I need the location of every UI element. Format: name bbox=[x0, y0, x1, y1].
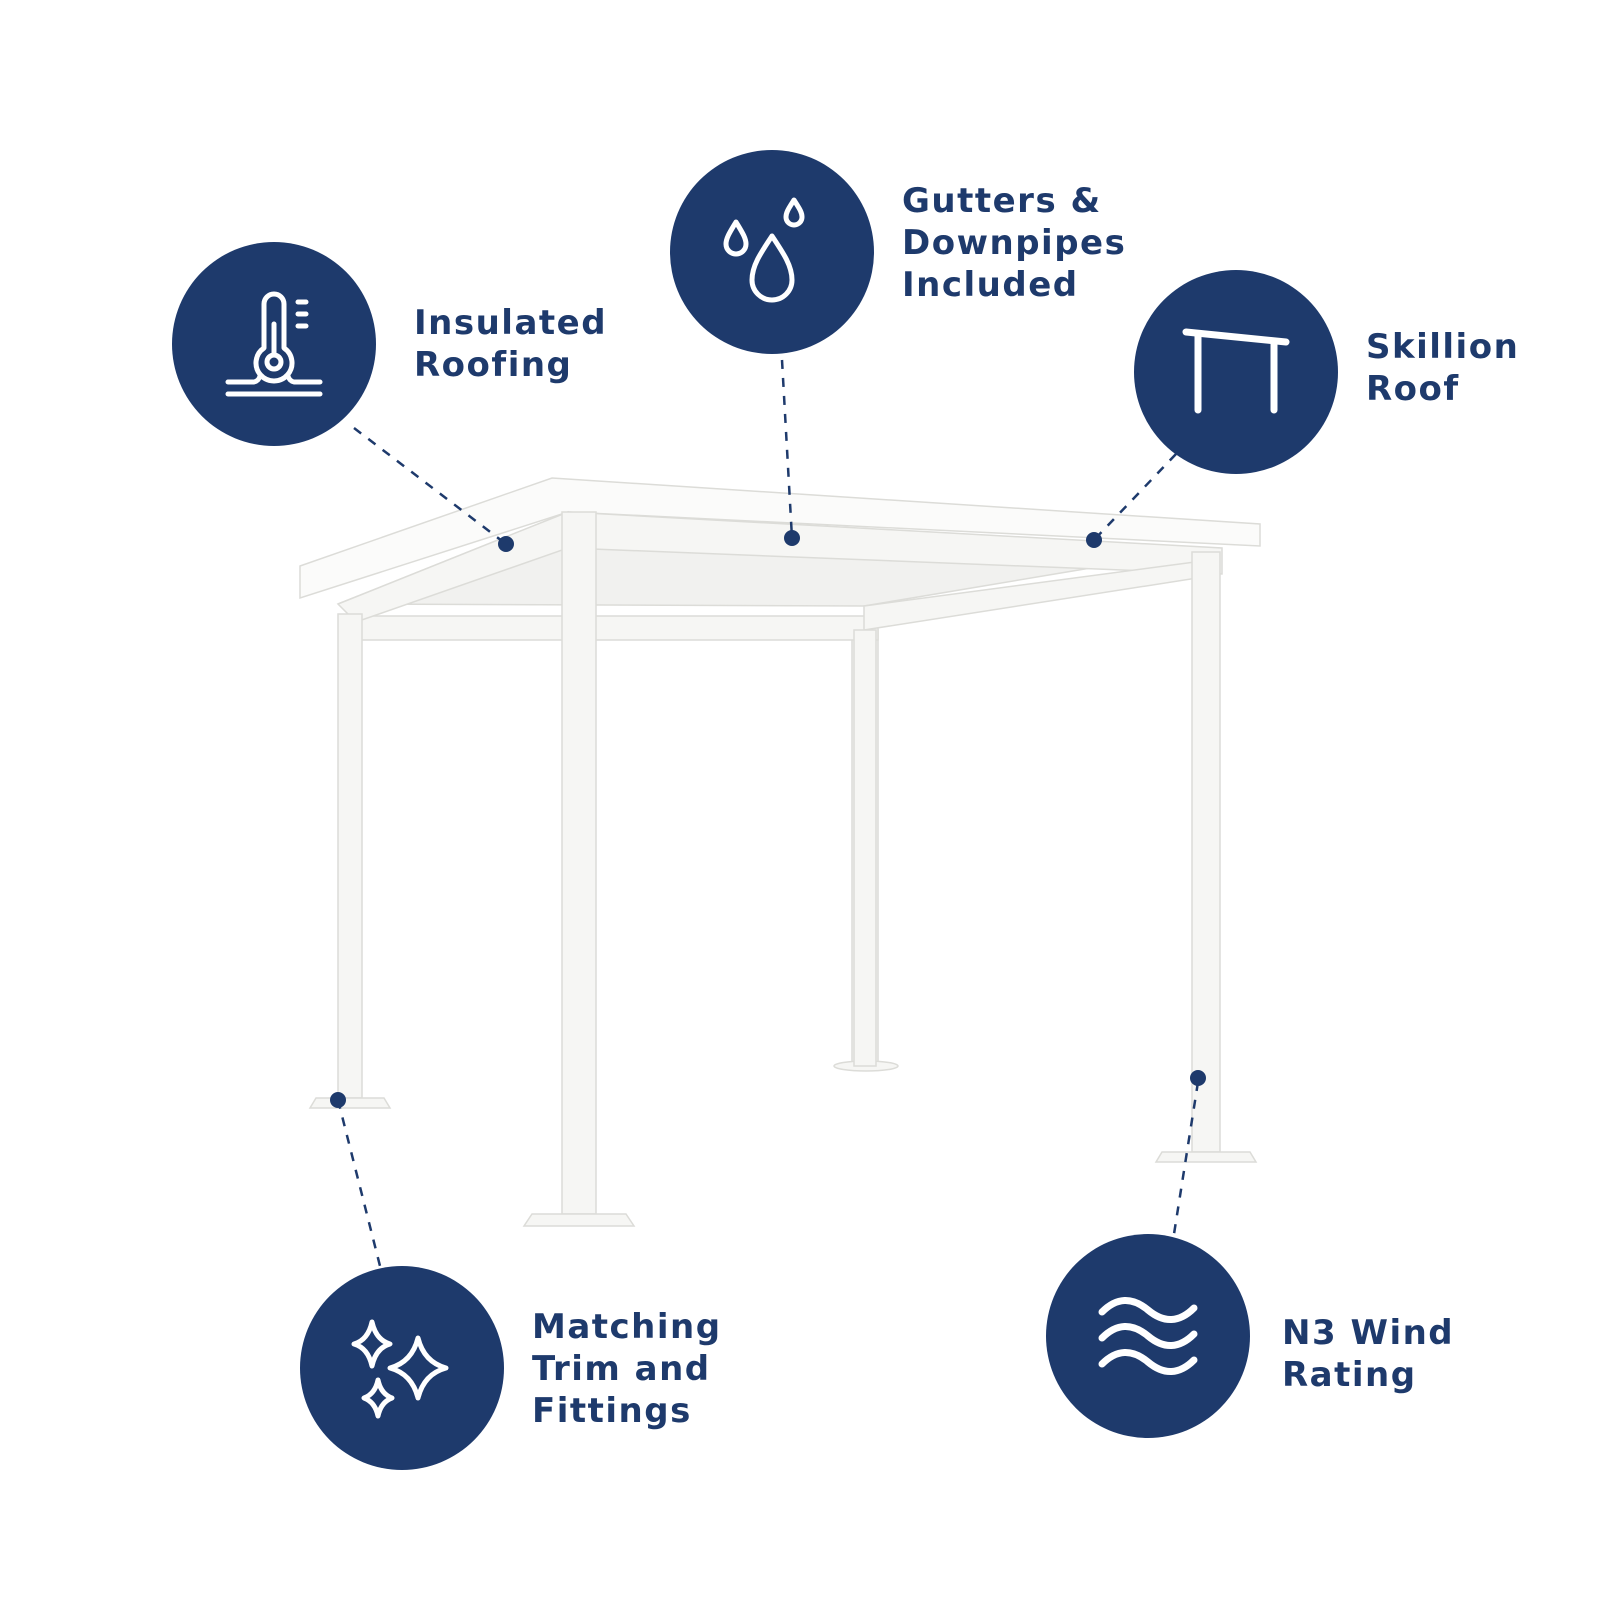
sparkles-icon bbox=[351, 1319, 449, 1419]
label-trim: Matching Trim and Fittings bbox=[532, 1307, 722, 1431]
leader-gutters bbox=[780, 359, 794, 539]
back-left-post bbox=[337, 613, 363, 1099]
water-drops-icon bbox=[723, 197, 805, 303]
anchor-dot-insulated bbox=[498, 536, 514, 552]
anchor-dot-skillion bbox=[1086, 532, 1102, 548]
back-beam bbox=[353, 615, 879, 641]
label-wind: N3 Wind Rating bbox=[1282, 1313, 1455, 1395]
leader-trim bbox=[336, 1099, 382, 1267]
front-left-post bbox=[561, 511, 597, 1215]
leader-insulated bbox=[353, 427, 507, 545]
roof-slab bbox=[299, 477, 1261, 600]
anchor-dot-trim bbox=[330, 1092, 346, 1108]
badge-wind bbox=[1046, 1234, 1250, 1438]
badge-trim bbox=[300, 1266, 504, 1470]
label-skillion: Skillion Roof bbox=[1366, 327, 1520, 409]
badge-skillion bbox=[1134, 270, 1338, 474]
leader-wind bbox=[1172, 1081, 1200, 1235]
skillion-roof-icon bbox=[1182, 328, 1290, 414]
badge-insulated bbox=[172, 242, 376, 446]
leader-skillion bbox=[1093, 453, 1177, 541]
middle-post bbox=[853, 629, 877, 1067]
anchor-dot-gutters bbox=[784, 530, 800, 546]
label-insulated: Insulated Roofing bbox=[414, 303, 608, 385]
wind-waves-icon bbox=[1098, 1297, 1198, 1375]
front-right-post bbox=[1191, 551, 1221, 1153]
thermometer-insulation-icon bbox=[225, 291, 323, 397]
label-gutters: Gutters & Downpipes Included bbox=[902, 181, 1127, 305]
anchor-dot-wind bbox=[1190, 1070, 1206, 1086]
badge-gutters bbox=[670, 150, 874, 354]
